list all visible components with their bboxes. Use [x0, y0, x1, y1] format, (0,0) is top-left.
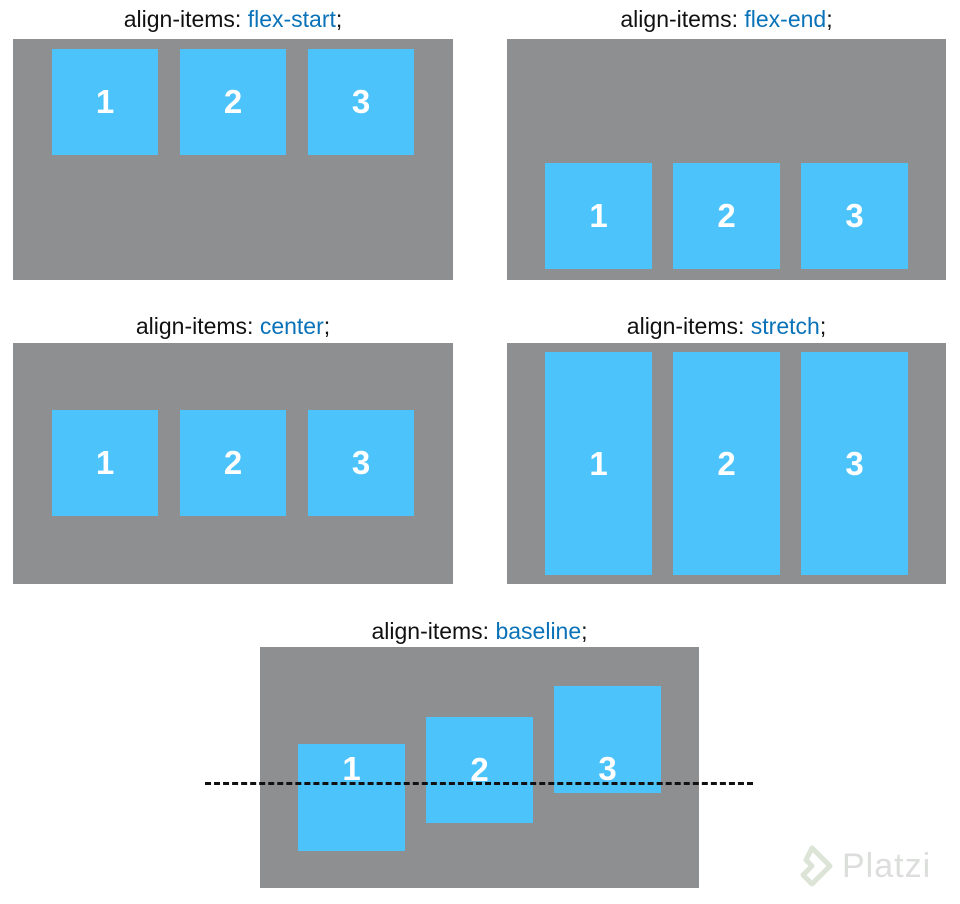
keyword-center: center	[259, 313, 324, 339]
flex-item-2: 2	[673, 163, 780, 269]
keyword-flex-end: flex-end	[744, 6, 827, 32]
panel-flex-end: 1 2 3	[507, 39, 946, 280]
flex-item-3: 3	[554, 686, 661, 793]
platzi-watermark: Platzi	[790, 838, 931, 894]
baseline-dashed-line	[205, 782, 753, 785]
flex-item-1: 1	[545, 163, 652, 269]
flex-item-1: 1	[52, 410, 158, 516]
watermark-text: Platzi	[842, 846, 932, 885]
flex-item-2: 2	[180, 49, 286, 155]
keyword-stretch: stretch	[750, 313, 820, 339]
panel-baseline: 1 2 3	[260, 647, 699, 888]
flex-item-1: 1	[545, 352, 652, 575]
panel-stretch: 1 2 3	[507, 343, 946, 584]
caption-center: align-items: center;	[135, 313, 331, 339]
flex-item-2: 2	[180, 410, 286, 516]
caption-stretch: align-items: stretch;	[626, 313, 827, 339]
caption-baseline: align-items: baseline;	[371, 618, 588, 644]
flex-item-2: 2	[426, 717, 533, 823]
flex-item-3: 3	[801, 352, 908, 575]
flex-item-3: 3	[308, 49, 414, 155]
keyword-baseline: baseline	[495, 618, 582, 644]
keyword-flex-start: flex-start	[247, 6, 336, 32]
platzi-logo-icon	[800, 845, 833, 887]
panel-center: 1 2 3	[13, 343, 453, 584]
flex-item-1: 1	[298, 744, 405, 851]
flex-item-3: 3	[308, 410, 414, 516]
caption-flex-start: align-items: flex-start;	[123, 6, 343, 32]
flex-item-1: 1	[52, 49, 158, 155]
flex-item-3: 3	[801, 163, 908, 269]
flex-item-2: 2	[673, 352, 780, 575]
panel-flex-start: 1 2 3	[13, 39, 453, 280]
caption-flex-end: align-items: flex-end;	[620, 6, 833, 32]
